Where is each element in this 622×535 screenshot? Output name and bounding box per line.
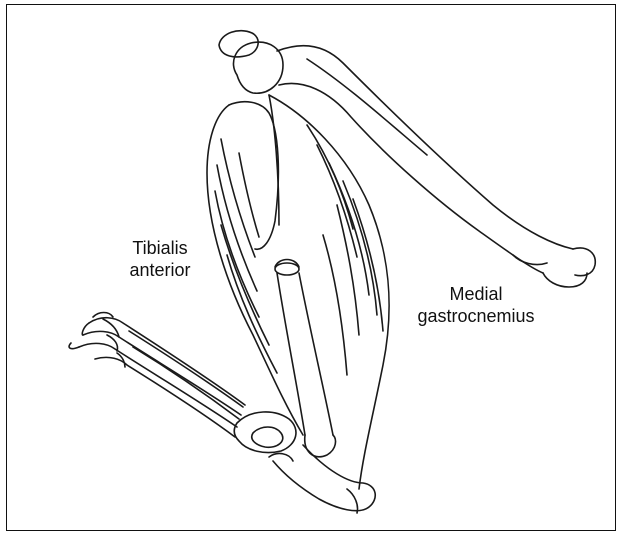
femur-condyle	[219, 31, 283, 94]
gastroc-label-line2: gastrocnemius	[401, 305, 551, 327]
metatarsals	[69, 313, 245, 438]
gastroc-label-line1: Medial	[401, 283, 551, 305]
tibia	[275, 260, 335, 457]
tibialis-anterior	[207, 102, 303, 435]
tarsals	[234, 412, 296, 461]
leg-muscle-illustration	[7, 5, 617, 532]
tibialis-anterior-label: Tibialis anterior	[115, 237, 205, 281]
femur	[277, 46, 595, 287]
tibialis-label-line1: Tibialis	[115, 237, 205, 259]
medial-gastrocnemius	[269, 95, 389, 489]
figure-frame: Tibialis anterior Medial gastrocnemius	[6, 4, 616, 531]
tibialis-label-line2: anterior	[115, 259, 205, 281]
medial-gastrocnemius-label: Medial gastrocnemius	[401, 283, 551, 327]
